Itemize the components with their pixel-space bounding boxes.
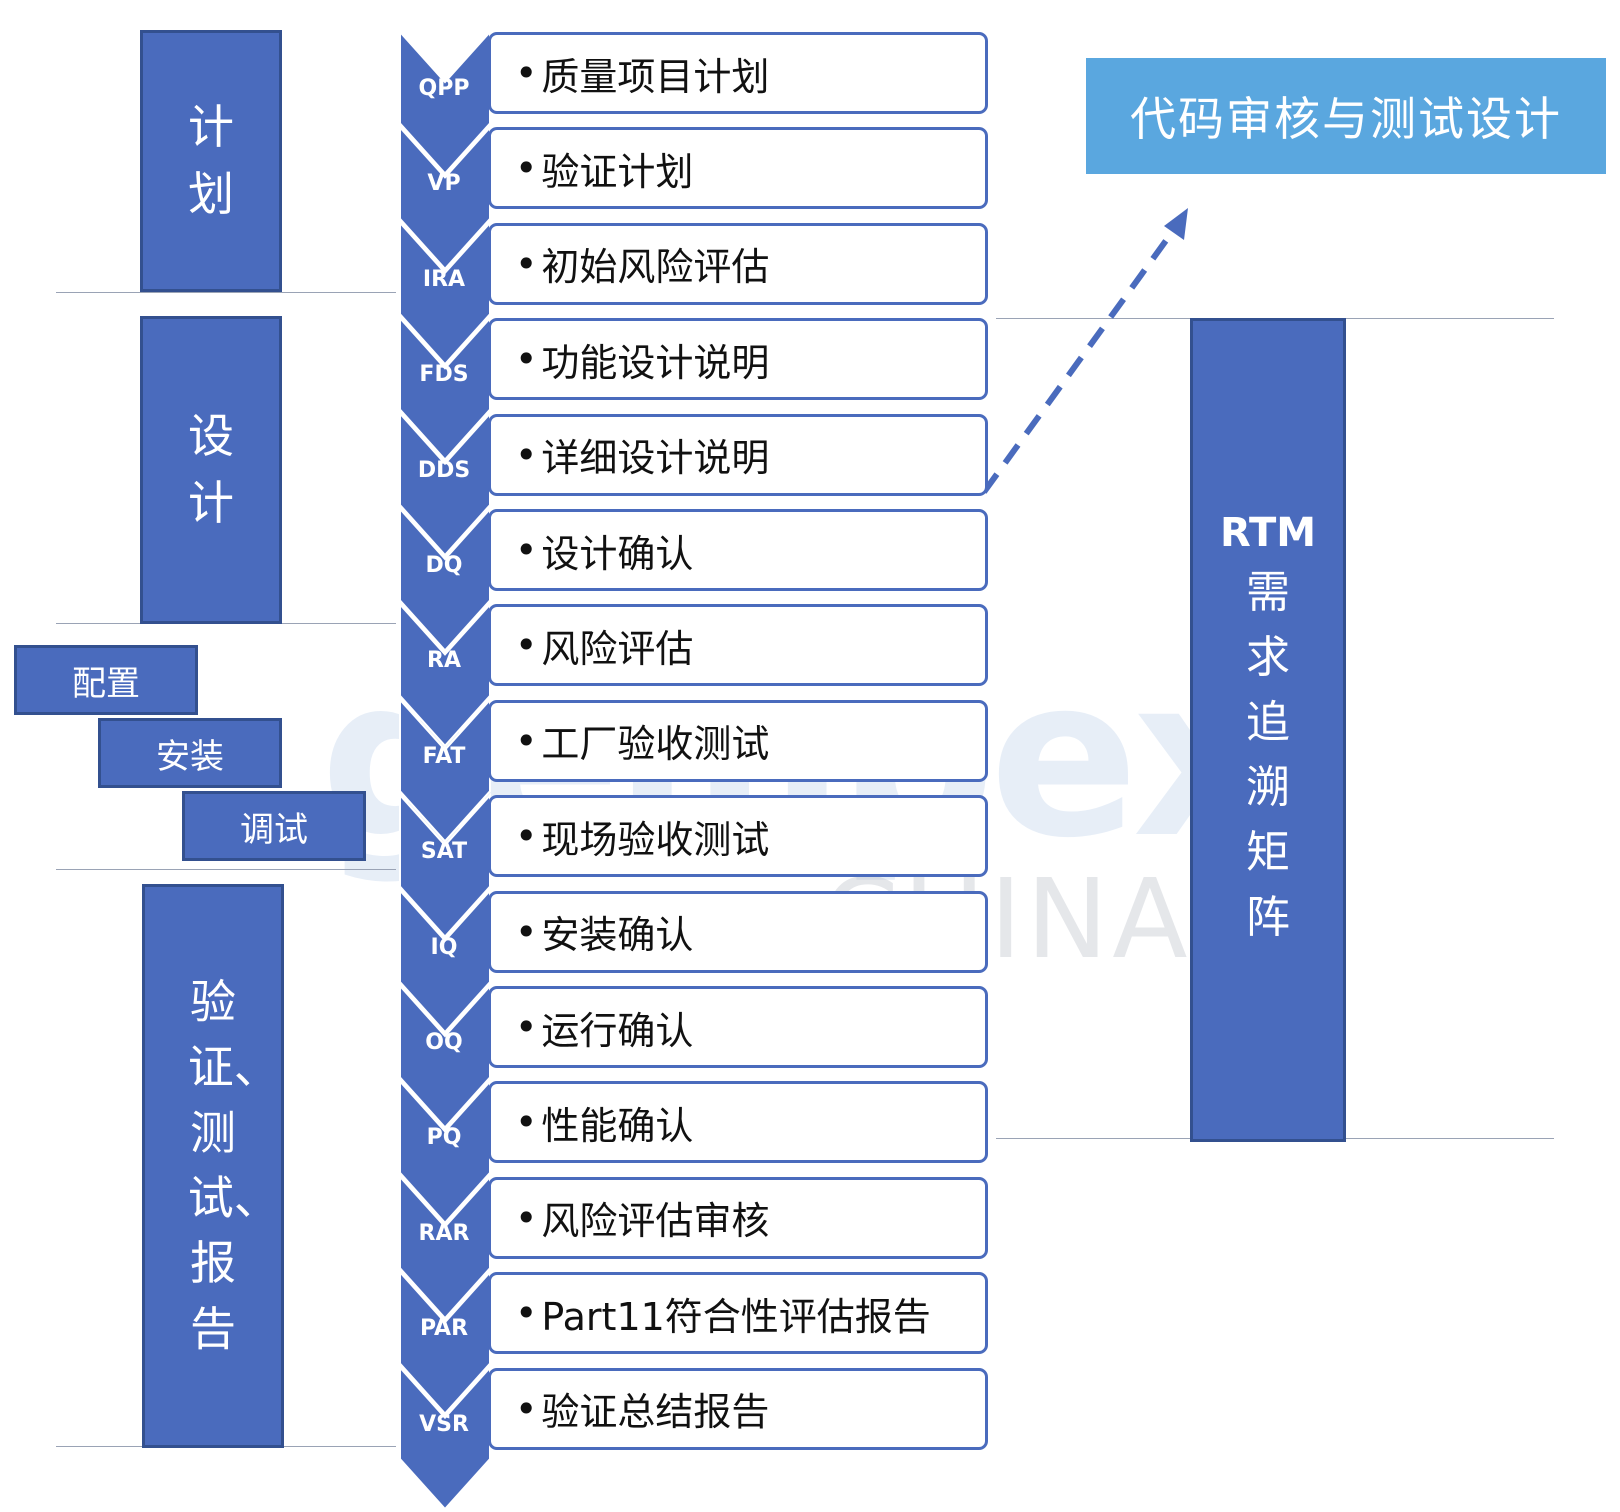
- bullet: •: [515, 1386, 538, 1431]
- bullet: •: [515, 814, 538, 859]
- step-text: 设计确认: [541, 531, 694, 576]
- step-text: 工厂验收测试: [541, 722, 770, 767]
- phase-divider-plan: [56, 292, 396, 293]
- bullet: •: [515, 241, 538, 286]
- rtm-label-en: RTM: [1219, 509, 1317, 556]
- step-abbr-dq: DQ: [425, 553, 463, 578]
- step-sat: •现场验收测试: [488, 795, 988, 878]
- step-ira: •初始风险评估: [488, 222, 988, 305]
- step-abbr-fds: FDS: [419, 362, 469, 388]
- step-dq: •设计确认: [488, 509, 988, 591]
- rtm-box: RTM 需求追溯矩阵: [1190, 318, 1346, 1142]
- stage-commission: 调试: [182, 791, 366, 861]
- chevron-oq: [399, 983, 491, 1129]
- step-pq: •性能确认: [488, 1081, 988, 1164]
- code-review-label: 代码审核与测试设计: [1130, 92, 1562, 146]
- chevron-fds: [399, 315, 491, 462]
- bullet: •: [515, 1100, 538, 1145]
- bullet: •: [515, 1195, 538, 1240]
- code-review-box: 代码审核与测试设计: [1086, 58, 1606, 174]
- step-abbr-oq: OQ: [425, 1030, 463, 1055]
- step-abbr-dds: DDS: [417, 457, 471, 483]
- step-abbr-fat: FAT: [422, 743, 466, 769]
- chevron-dds: [399, 410, 491, 557]
- chevron-vp: [399, 124, 491, 271]
- step-text: 初始风险评估: [541, 245, 770, 290]
- step-text: 功能设计说明: [541, 340, 770, 385]
- bullet: •: [515, 909, 538, 954]
- step-text: 质量项目计划: [541, 54, 770, 99]
- step-abbr-ira: IRA: [422, 266, 466, 292]
- step-abbr-ra: RA: [427, 648, 461, 674]
- step-ra: •风险评估: [488, 604, 988, 687]
- chevron-ra: [399, 601, 491, 748]
- phase-design: 设计: [140, 316, 282, 624]
- phase-plan: 计划: [140, 30, 282, 292]
- phase-divider-stages: [56, 869, 396, 870]
- chevron-ira: [399, 220, 491, 366]
- step-abbr-vp: VP: [427, 171, 461, 197]
- step-vp: •验证计划: [488, 127, 988, 210]
- step-text: 验证计划: [541, 149, 694, 194]
- dashed-arrow-line: [981, 222, 1181, 494]
- step-fds: •功能设计说明: [488, 318, 988, 401]
- step-fat: •工厂验收测试: [488, 699, 988, 782]
- step-dds: •详细设计说明: [488, 413, 988, 496]
- chevron-group: [399, 29, 491, 1511]
- step-abbr-iq: IQ: [430, 934, 458, 960]
- phase-plan-label: 计划: [188, 100, 234, 221]
- bullet: •: [515, 146, 538, 191]
- stage-install: 安装: [98, 718, 282, 788]
- bullet: •: [515, 718, 538, 763]
- step-text: 风险评估审核: [541, 1199, 770, 1244]
- step-text: 性能确认: [541, 1103, 694, 1148]
- step-text: Part11符合性评估报告: [541, 1294, 931, 1339]
- step-text: 现场验收测试: [541, 817, 770, 862]
- step-text: 详细设计说明: [541, 436, 770, 481]
- chevron-dq: [399, 506, 491, 652]
- stage-config: 配置: [14, 645, 198, 715]
- step-text: 安装确认: [541, 913, 694, 958]
- chevron-fat: [399, 697, 491, 843]
- bullet: •: [515, 623, 538, 668]
- chevron-qpp: [399, 29, 491, 175]
- bullet: •: [515, 337, 538, 382]
- phase-design-label: 设计: [188, 409, 234, 530]
- step-text: 运行确认: [541, 1008, 694, 1053]
- chevron-iq: [399, 887, 491, 1034]
- chevron-pq: [399, 1078, 491, 1225]
- step-abbr-vsr: VSR: [419, 1411, 469, 1437]
- rtm-label-cn: 需求追溯矩阵: [1245, 566, 1290, 944]
- step-text: 验证总结报告: [541, 1390, 770, 1435]
- step-abbr-pq: PQ: [426, 1125, 462, 1151]
- step-oq: •运行确认: [488, 986, 988, 1068]
- chevron-rar: [399, 1174, 491, 1320]
- stage-install-label: 安装: [156, 736, 224, 777]
- step-qpp: •质量项目计划: [488, 32, 988, 114]
- chevron-vsr: [399, 1364, 491, 1511]
- step-abbr-par: PAR: [419, 1316, 469, 1342]
- phase-verify-test-report: 验证、测试、报告: [142, 884, 284, 1448]
- chevron-par: [399, 1269, 491, 1416]
- bullet: •: [515, 1291, 538, 1336]
- stage-commission-label: 调试: [240, 809, 308, 850]
- step-vsr: •验证总结报告: [488, 1367, 988, 1450]
- chevron-sat: [399, 792, 491, 939]
- bullet: •: [515, 51, 538, 95]
- dashed-arrow-head: [1164, 208, 1188, 240]
- bullet: •: [515, 432, 538, 477]
- bullet: •: [515, 528, 538, 572]
- step-abbr-qpp: QPP: [418, 76, 470, 101]
- step-par: •Part11符合性评估报告: [488, 1272, 988, 1355]
- stage-config-label: 配置: [72, 663, 140, 704]
- step-abbr-rar: RAR: [418, 1220, 470, 1246]
- bullet: •: [515, 1005, 538, 1049]
- step-abbr-sat: SAT: [420, 839, 468, 865]
- step-text: 风险评估: [541, 626, 694, 671]
- step-rar: •风险评估审核: [488, 1176, 988, 1259]
- step-iq: •安装确认: [488, 890, 988, 973]
